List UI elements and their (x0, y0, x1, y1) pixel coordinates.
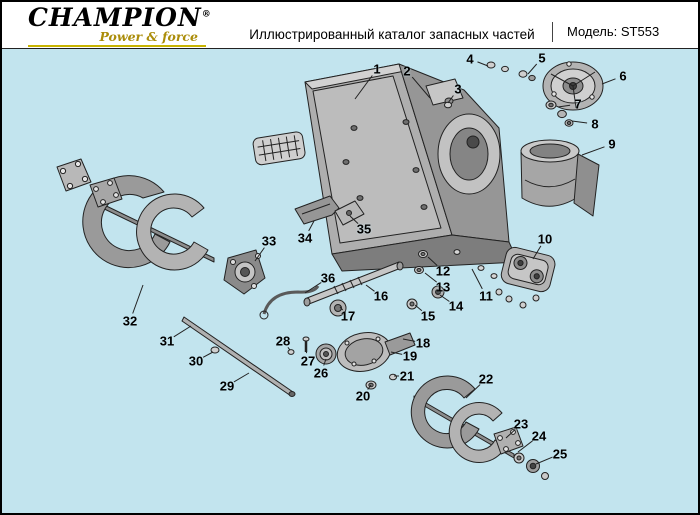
auger-spiral-right-a (410, 375, 480, 449)
auger-flange-plate (89, 177, 123, 208)
auger-flange-plate (56, 158, 92, 192)
impeller-disc (542, 61, 604, 111)
page-header: CHAMPION® Power & force Иллюстрированный… (2, 2, 698, 49)
hex-rod (181, 316, 294, 397)
model-label: Модель: ST553 (552, 22, 688, 42)
brand-name: CHAMPION® (28, 3, 212, 32)
catalog-title: Иллюстрированный каталог запасных частей (249, 27, 535, 42)
auger-gearbox (336, 332, 416, 372)
registered-mark: ® (201, 9, 212, 20)
chute-collar (520, 139, 600, 217)
brand-logo: CHAMPION® Power & force (28, 3, 212, 48)
auger-spiral-left-b (136, 193, 209, 271)
brand-tagline: Power & force (28, 29, 206, 48)
vent-grille (252, 131, 306, 166)
bearing-plate (500, 246, 556, 293)
flange-bearing (223, 249, 266, 295)
